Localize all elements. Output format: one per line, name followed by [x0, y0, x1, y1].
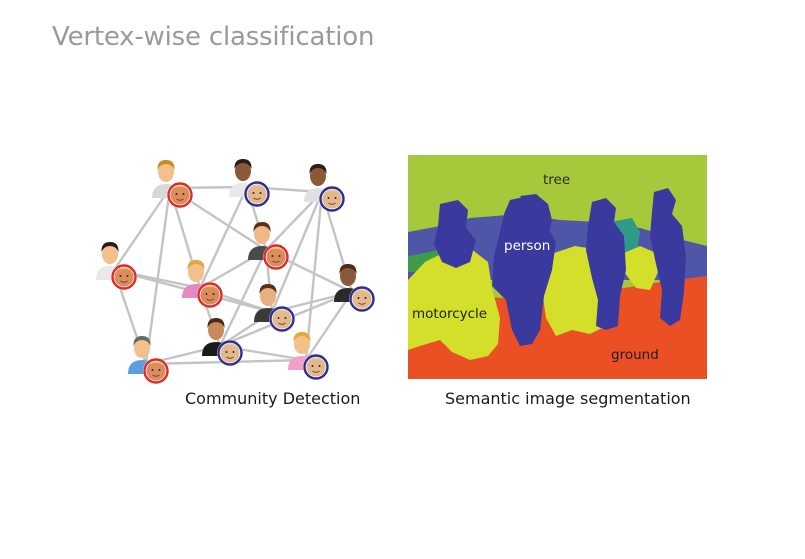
face-hair — [353, 290, 371, 294]
graph-edge — [218, 249, 268, 347]
segmentation-caption: Semantic image segmentation — [445, 389, 691, 408]
person-region-2 — [492, 196, 556, 346]
person-icon-head — [310, 166, 326, 186]
community-ring — [111, 264, 137, 290]
person-icon-head — [188, 262, 204, 282]
person-icon-head — [294, 334, 310, 354]
person-icon-hair — [234, 159, 252, 169]
member-node-blue-community — [304, 164, 345, 212]
person-icon-hair — [259, 284, 277, 294]
face-photo — [266, 247, 286, 267]
segmentation-image: tree person motorcycle ground — [408, 155, 707, 379]
label-person: person — [504, 238, 550, 254]
graph-edge — [113, 187, 171, 271]
person-icon-head — [158, 162, 174, 182]
community-ring — [319, 186, 345, 212]
person-icon-hair — [309, 164, 327, 174]
community-ring — [167, 182, 193, 208]
community-ring — [269, 306, 295, 332]
face-hair — [273, 310, 291, 314]
face-hair — [248, 185, 266, 189]
person-icon-head — [340, 266, 356, 286]
label-motorcycle: motorcycle — [412, 306, 487, 322]
member-node-blue-community — [334, 264, 375, 312]
face-hair — [323, 190, 341, 194]
community-ring — [263, 244, 289, 270]
person-region-5 — [650, 188, 686, 326]
community-ring — [303, 354, 329, 380]
motorcycle-region-3 — [622, 246, 658, 290]
graph-edges — [112, 185, 354, 366]
face-photo — [114, 267, 134, 287]
graph-edge — [198, 186, 249, 289]
graph-edge — [270, 191, 324, 313]
person-icon-hair — [133, 336, 151, 346]
graph-edge — [305, 291, 353, 361]
person-icon-hair — [207, 318, 225, 328]
face-photo — [306, 357, 326, 377]
face-photo — [272, 309, 292, 329]
face-photo — [352, 289, 372, 309]
person-icon-hair — [101, 242, 119, 252]
person-region-1 — [434, 200, 476, 268]
face-photo — [322, 189, 342, 209]
member-node-blue-community — [202, 318, 243, 366]
person-icon-hair — [293, 332, 311, 342]
face-hair — [221, 344, 239, 348]
face-photo — [200, 285, 220, 305]
community-graph — [96, 159, 375, 384]
graph-edge — [304, 191, 324, 361]
member-node-blue-community — [288, 332, 329, 380]
face-photo — [170, 185, 190, 205]
motorcycle-region-1 — [408, 248, 500, 360]
label-tree: tree — [543, 172, 570, 188]
person-region-4 — [586, 198, 626, 330]
person-icon-head — [134, 338, 150, 358]
member-node-red-community — [182, 260, 223, 308]
person-icon-head — [102, 244, 118, 264]
label-ground: ground — [611, 347, 659, 363]
community-ring — [217, 340, 243, 366]
person-region-3 — [520, 194, 552, 236]
face-hair — [115, 267, 133, 272]
member-node-blue-community — [254, 284, 295, 332]
community-ring — [349, 286, 375, 312]
face-photo — [220, 343, 240, 363]
face-hair — [267, 247, 285, 252]
face-photo — [146, 361, 166, 381]
person-icon-head — [254, 224, 270, 244]
person-icon-hair — [339, 264, 357, 274]
face-photo — [247, 184, 267, 204]
member-node-blue-community — [229, 159, 270, 207]
person-icon-hair — [253, 222, 271, 232]
member-node-red-community — [128, 336, 169, 384]
member-node-red-community — [152, 160, 193, 208]
face-hair — [147, 361, 165, 366]
person-icon-hair — [157, 160, 175, 170]
person-icon-head — [235, 161, 251, 181]
graph-edge — [144, 187, 172, 365]
person-icon-hair — [187, 260, 205, 270]
community-detection-caption: Community Detection — [185, 389, 361, 408]
face-hair — [307, 358, 325, 362]
person-icon-head — [208, 320, 224, 340]
community-ring — [143, 358, 169, 384]
face-hair — [201, 285, 219, 290]
face-hair — [171, 185, 189, 190]
graph-nodes — [96, 159, 375, 384]
member-node-red-community — [248, 222, 289, 270]
person-icon-head — [260, 286, 276, 306]
community-ring — [244, 181, 270, 207]
community-ring — [197, 282, 223, 308]
member-node-red-community — [96, 242, 137, 290]
slide-title: Vertex-wise classification — [52, 22, 375, 52]
